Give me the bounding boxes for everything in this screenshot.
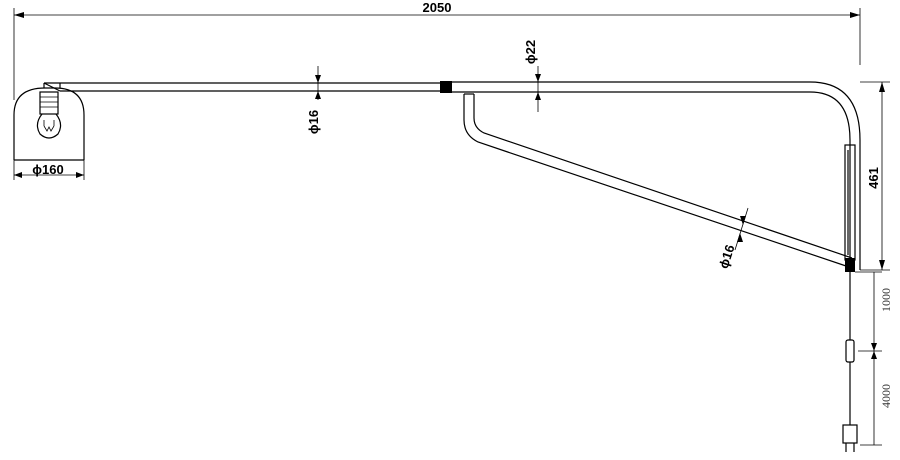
- power-cord: [842, 272, 858, 452]
- switch-to-plug-label: 4000: [879, 384, 893, 408]
- cord-switch: [845, 339, 855, 363]
- brace-diameter-dimension: ϕ16: [716, 207, 749, 271]
- shade-diameter-label: ϕ160: [32, 162, 63, 177]
- main-tube-diameter-dimension: ϕ22: [523, 40, 541, 112]
- wall-bracket: [844, 140, 861, 272]
- arm-coupling: [440, 81, 452, 93]
- height-label: 461: [866, 167, 881, 189]
- cord-length-dimensions: 1000 4000: [855, 271, 893, 446]
- overall-length-label: 2050: [423, 0, 452, 15]
- main-tube-diameter-label: ϕ22: [523, 40, 538, 64]
- arm-diameter-label: ϕ16: [306, 110, 321, 134]
- lamp-shade: [13, 83, 85, 161]
- brace-diameter-label: ϕ16: [716, 243, 738, 271]
- horizontal-arm: [43, 81, 861, 141]
- height-dimension: 461: [860, 81, 890, 271]
- shade-diameter-dimension: ϕ160: [13, 160, 85, 180]
- plug: [842, 424, 858, 444]
- cord-to-switch-label: 1000: [879, 288, 893, 312]
- diagonal-brace: [463, 93, 853, 269]
- arm-diameter-dimension: ϕ16: [306, 66, 321, 134]
- overall-length-dimension: 2050: [13, 0, 861, 100]
